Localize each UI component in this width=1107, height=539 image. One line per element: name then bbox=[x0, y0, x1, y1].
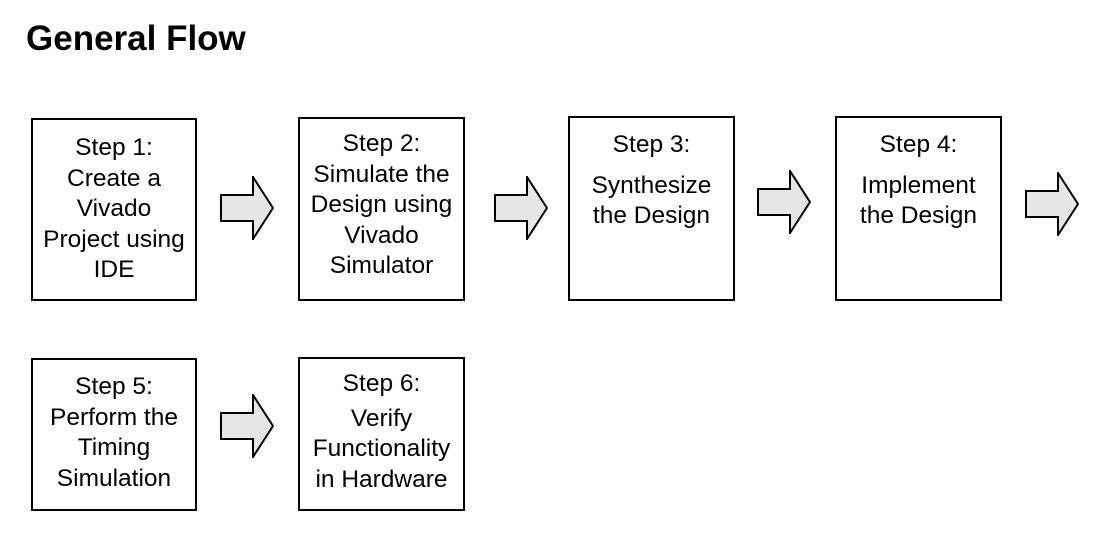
page-title: General Flow bbox=[26, 19, 246, 58]
step-3-line: Synthesize bbox=[591, 171, 712, 199]
step-6-line: Functionality bbox=[312, 435, 451, 462]
flow-arrow-icon bbox=[494, 176, 548, 240]
step-4-line: Implement bbox=[861, 171, 976, 199]
step-1-heading: Step 1: bbox=[75, 134, 153, 161]
step-2-line: Vivado bbox=[344, 221, 419, 249]
step-1-line: Create a bbox=[67, 164, 161, 192]
step-1-line: Project using bbox=[43, 225, 185, 253]
step-2-heading: Step 2: bbox=[342, 130, 421, 157]
flow-arrow-icon bbox=[220, 394, 274, 458]
step-5-line: Simulation bbox=[56, 464, 172, 492]
step-5-line: Perform the bbox=[50, 403, 178, 431]
step-2-line: Simulate the bbox=[313, 160, 450, 188]
flow-arrow-icon bbox=[1025, 172, 1079, 236]
step-6-heading: Step 6: bbox=[342, 370, 421, 397]
step-2-line: Simulator bbox=[329, 252, 434, 279]
step-4-line: the Design bbox=[859, 202, 978, 229]
step-4-box: Step 4: Implement the Design bbox=[835, 116, 1002, 301]
step-6-line: in Hardware bbox=[315, 465, 448, 493]
step-3-heading: Step 3: bbox=[612, 131, 691, 158]
flow-arrow-icon bbox=[220, 176, 274, 240]
step-5-heading: Step 5: bbox=[75, 373, 153, 400]
step-1-line: Vivado bbox=[76, 195, 152, 222]
step-2-box: Step 2: Simulate the Design using Vivado… bbox=[298, 117, 465, 301]
step-6-box: Step 6: Verify Functionality in Hardware bbox=[298, 357, 465, 511]
step-3-line: the Design bbox=[592, 202, 711, 229]
step-6-line: Verify bbox=[350, 404, 413, 432]
step-1-line: IDE bbox=[93, 256, 135, 283]
step-4-heading: Step 4: bbox=[879, 131, 958, 158]
step-3-box: Step 3: Synthesize the Design bbox=[568, 116, 735, 301]
step-1-box: Step 1: Create a Vivado Project using ID… bbox=[31, 118, 197, 301]
flow-arrow-icon bbox=[757, 170, 811, 234]
step-5-line: Timing bbox=[77, 434, 151, 461]
step-5-box: Step 5: Perform the Timing Simulation bbox=[31, 358, 197, 511]
step-2-line: Design using bbox=[310, 191, 453, 218]
